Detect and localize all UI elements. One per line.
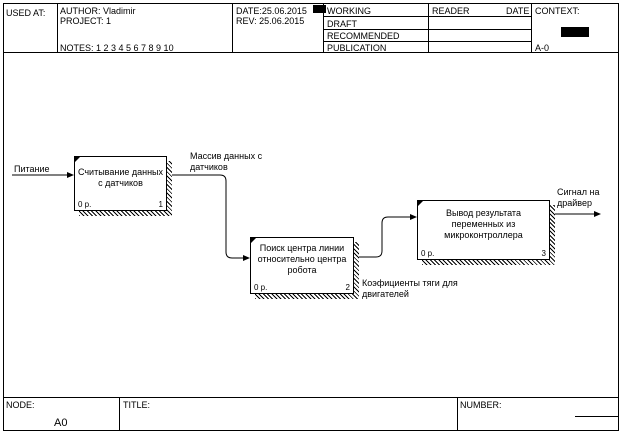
activity-box-3-cost: 0 р. [421, 249, 435, 258]
status-draft: DRAFT [327, 19, 357, 29]
node-value: A0 [54, 417, 68, 429]
status-publication: PUBLICATION [327, 43, 387, 53]
activity-box-2-number: 2 [345, 283, 350, 292]
title-label: TITLE: [123, 400, 151, 410]
header-divider [57, 3, 58, 52]
node-label: NODE: [6, 400, 35, 410]
number-label: NUMBER: [460, 400, 502, 410]
box-corner-marker [75, 157, 80, 162]
coeffs-arrow-label: Коэфициенты тяги для двигателей [362, 278, 458, 299]
footer-divider [457, 397, 458, 431]
activity-box-1[interactable]: Считывание данных с датчиков 0 р. 1 [74, 156, 167, 211]
data-arrow [168, 174, 250, 261]
output-arrow-label: Сигнал на драйвер [557, 187, 600, 208]
activity-box-3-number: 3 [541, 249, 546, 258]
reader-date-label: DATE [506, 6, 530, 16]
box-corner-marker [418, 201, 423, 206]
header-bottom-line [3, 52, 619, 53]
header-divider [531, 3, 532, 52]
footer-number-line [575, 416, 619, 417]
header-divider [232, 3, 233, 52]
header-row-line [323, 29, 531, 30]
data-arrow-label: Массив данных с датчиков [190, 151, 263, 172]
activity-box-1-number: 1 [158, 200, 163, 209]
notes-label: NOTES: 1 2 3 4 5 6 7 8 9 10 [60, 43, 174, 53]
status-working: WORKING [327, 6, 371, 16]
input-arrow-label: Питание [14, 164, 50, 174]
footer-top-line [3, 397, 619, 398]
activity-box-3-label: Вывод результата переменных из микроконт… [444, 208, 523, 240]
reader-label: READER [432, 6, 470, 16]
activity-box-1-label: Считывание данных с датчиков [77, 167, 164, 188]
status-recommended: RECOMMENDED [327, 31, 400, 41]
diagram-frame [3, 3, 619, 431]
activity-box-3[interactable]: Вывод результата переменных из микроконт… [417, 200, 550, 260]
header-divider [323, 3, 324, 52]
used-at-label: USED AT: [6, 8, 46, 18]
rev-label: REV: 25.06.2015 [236, 16, 305, 26]
header-divider [428, 3, 429, 52]
author-label: AUTHOR: Vladimir [60, 6, 136, 16]
date-label: DATE:25.06.2015 [236, 6, 307, 16]
activity-box-2-cost: 0 р. [254, 283, 268, 292]
working-checkbox-filled [313, 5, 326, 13]
context-label: CONTEXT: [535, 6, 580, 16]
footer-divider [119, 397, 120, 431]
header-row-line [323, 41, 531, 42]
link-arrow-2-3 [357, 214, 417, 258]
activity-box-2-label: Поиск центра линии относительно центра р… [257, 243, 347, 275]
activity-box-1-cost: 0 р. [78, 200, 92, 209]
context-thumbnail [561, 27, 589, 37]
project-label: PROJECT: 1 [60, 16, 112, 26]
activity-box-2[interactable]: Поиск центра линии относительно центра р… [250, 237, 354, 294]
box-corner-marker [251, 238, 256, 243]
context-node: A-0 [535, 43, 550, 53]
header-row-line [323, 16, 531, 17]
